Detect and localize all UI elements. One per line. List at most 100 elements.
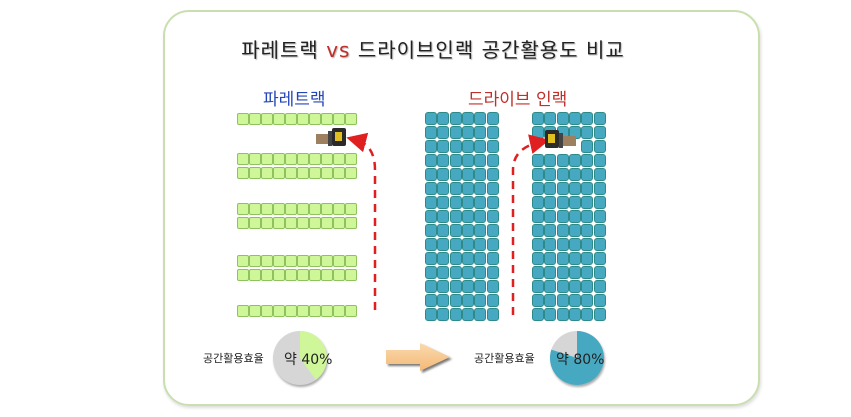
drive-in-rack-cell xyxy=(581,126,594,139)
drive-in-rack-cell xyxy=(437,210,450,223)
drive-in-rack-cell xyxy=(486,126,499,139)
pallet-rack-cell xyxy=(345,167,357,179)
drive-in-rack-cell xyxy=(449,112,462,125)
drive-in-rack-cell xyxy=(486,224,499,237)
drivein-efficiency-label: 공간활용효율 xyxy=(474,352,535,365)
drive-in-rack-cell xyxy=(437,266,450,279)
drive-in-rack-cell xyxy=(593,210,606,223)
drive-in-rack-cell xyxy=(532,112,544,125)
pallet-rack-cell xyxy=(237,269,249,281)
drive-in-rack-cell xyxy=(474,308,487,321)
drive-in-rack-cell xyxy=(461,112,474,125)
pallet-rack-label: 파레트랙 xyxy=(263,90,326,110)
pallet-rack-cell xyxy=(297,203,309,215)
drive-in-rack-cell xyxy=(449,252,462,265)
pallet-rack-cell xyxy=(297,113,309,125)
drive-in-rack-cell xyxy=(449,196,462,209)
pallet-rack-cell xyxy=(297,269,309,281)
drive-in-rack-cell xyxy=(461,182,474,195)
drive-in-rack-cell xyxy=(437,168,450,181)
pallet-rack-cell xyxy=(285,217,297,229)
drive-in-rack-cell xyxy=(437,252,450,265)
drive-in-rack-cell xyxy=(449,182,462,195)
pallet-rack-cell xyxy=(309,153,321,165)
drive-in-rack-cell xyxy=(544,154,557,167)
drive-in-rack-cell xyxy=(593,308,606,321)
drive-in-rack-cell xyxy=(593,266,606,279)
drive-in-rack-cell xyxy=(461,126,474,139)
drive-in-rack-cell xyxy=(532,266,544,279)
pallet-rack-cell xyxy=(297,167,309,179)
drive-in-rack-cell xyxy=(474,154,487,167)
drive-in-rack-cell xyxy=(581,168,594,181)
drive-in-rack-cell xyxy=(425,224,437,237)
drive-in-rack-cell xyxy=(556,210,569,223)
drive-in-rack-cell xyxy=(544,252,557,265)
drive-in-rack-cell xyxy=(437,224,450,237)
drive-in-rack-cell xyxy=(437,238,450,251)
pallet-path-arrow xyxy=(346,132,377,310)
drive-in-rack-cell xyxy=(425,280,437,293)
drive-in-rack-cell xyxy=(425,182,437,195)
drive-in-rack-cell xyxy=(593,154,606,167)
title-vs: vs xyxy=(326,38,351,62)
drive-in-rack-cell xyxy=(449,140,462,153)
drive-in-rack-cell xyxy=(532,238,544,251)
diagram-title: 파레트랙 vs 드라이브인랙 공간활용도 비교 xyxy=(163,34,703,63)
drive-in-rack-cell xyxy=(556,154,569,167)
drive-in-rack-cell xyxy=(437,182,450,195)
pallet-rack-cell xyxy=(285,269,297,281)
drive-in-rack-cell xyxy=(568,280,581,293)
drive-in-rack-cell xyxy=(449,126,462,139)
drive-in-rack-cell xyxy=(593,280,606,293)
drive-in-rack-cell xyxy=(532,182,544,195)
drive-in-rack-cell xyxy=(437,154,450,167)
pallet-rack-cell xyxy=(285,203,297,215)
drive-in-rack-cell xyxy=(556,294,569,307)
drive-in-rack-cell xyxy=(544,294,557,307)
drive-in-rack-cell xyxy=(437,280,450,293)
drive-in-rack-cell xyxy=(486,252,499,265)
pallet-efficiency-value: 약 40% xyxy=(284,352,333,368)
drive-in-rack-cell xyxy=(568,112,581,125)
drive-in-rack-cell xyxy=(556,280,569,293)
drive-in-rack-cell xyxy=(556,238,569,251)
pallet-rack-cell xyxy=(309,167,321,179)
diagram-card xyxy=(163,10,760,406)
drive-in-rack-cell xyxy=(486,196,499,209)
pallet-rack-cell xyxy=(273,167,285,179)
pallet-rack-cell xyxy=(297,305,309,317)
drive-in-rack-cell xyxy=(449,154,462,167)
drive-in-rack-cell xyxy=(556,224,569,237)
pallet-rack-cell xyxy=(237,203,249,215)
drive-in-rack-cell xyxy=(581,238,594,251)
drive-in-rack-cell xyxy=(544,112,557,125)
pallet-rack-cell xyxy=(333,113,345,125)
drive-in-rack-cell xyxy=(532,280,544,293)
pallet-rack-cell xyxy=(285,255,297,267)
pallet-rack-cell xyxy=(249,269,261,281)
pallet-rack-cell xyxy=(285,113,297,125)
drive-in-rack-cell xyxy=(568,168,581,181)
drive-in-rack-cell xyxy=(593,252,606,265)
drive-in-rack-cell xyxy=(556,308,569,321)
drive-in-rack-cell xyxy=(461,154,474,167)
drive-in-rack-cell xyxy=(544,196,557,209)
pallet-rack-cell xyxy=(249,153,261,165)
pallet-rack-cell xyxy=(249,255,261,267)
drive-in-rack-cell xyxy=(474,168,487,181)
drive-in-rack-cell xyxy=(568,182,581,195)
drivein-path-arrow xyxy=(511,134,550,315)
drive-in-rack-cell xyxy=(593,294,606,307)
drive-in-rack-cell xyxy=(461,280,474,293)
drive-in-rack-cell xyxy=(581,112,594,125)
drive-in-rack-cell xyxy=(461,294,474,307)
drive-in-rack-cell xyxy=(461,168,474,181)
drive-in-rack-cell xyxy=(544,238,557,251)
drive-in-rack-cell xyxy=(556,112,569,125)
drive-in-rack-cell xyxy=(532,168,544,181)
drive-in-rack-cell xyxy=(474,140,487,153)
pallet-rack-cell xyxy=(333,255,345,267)
pallet-rack-cell xyxy=(333,153,345,165)
